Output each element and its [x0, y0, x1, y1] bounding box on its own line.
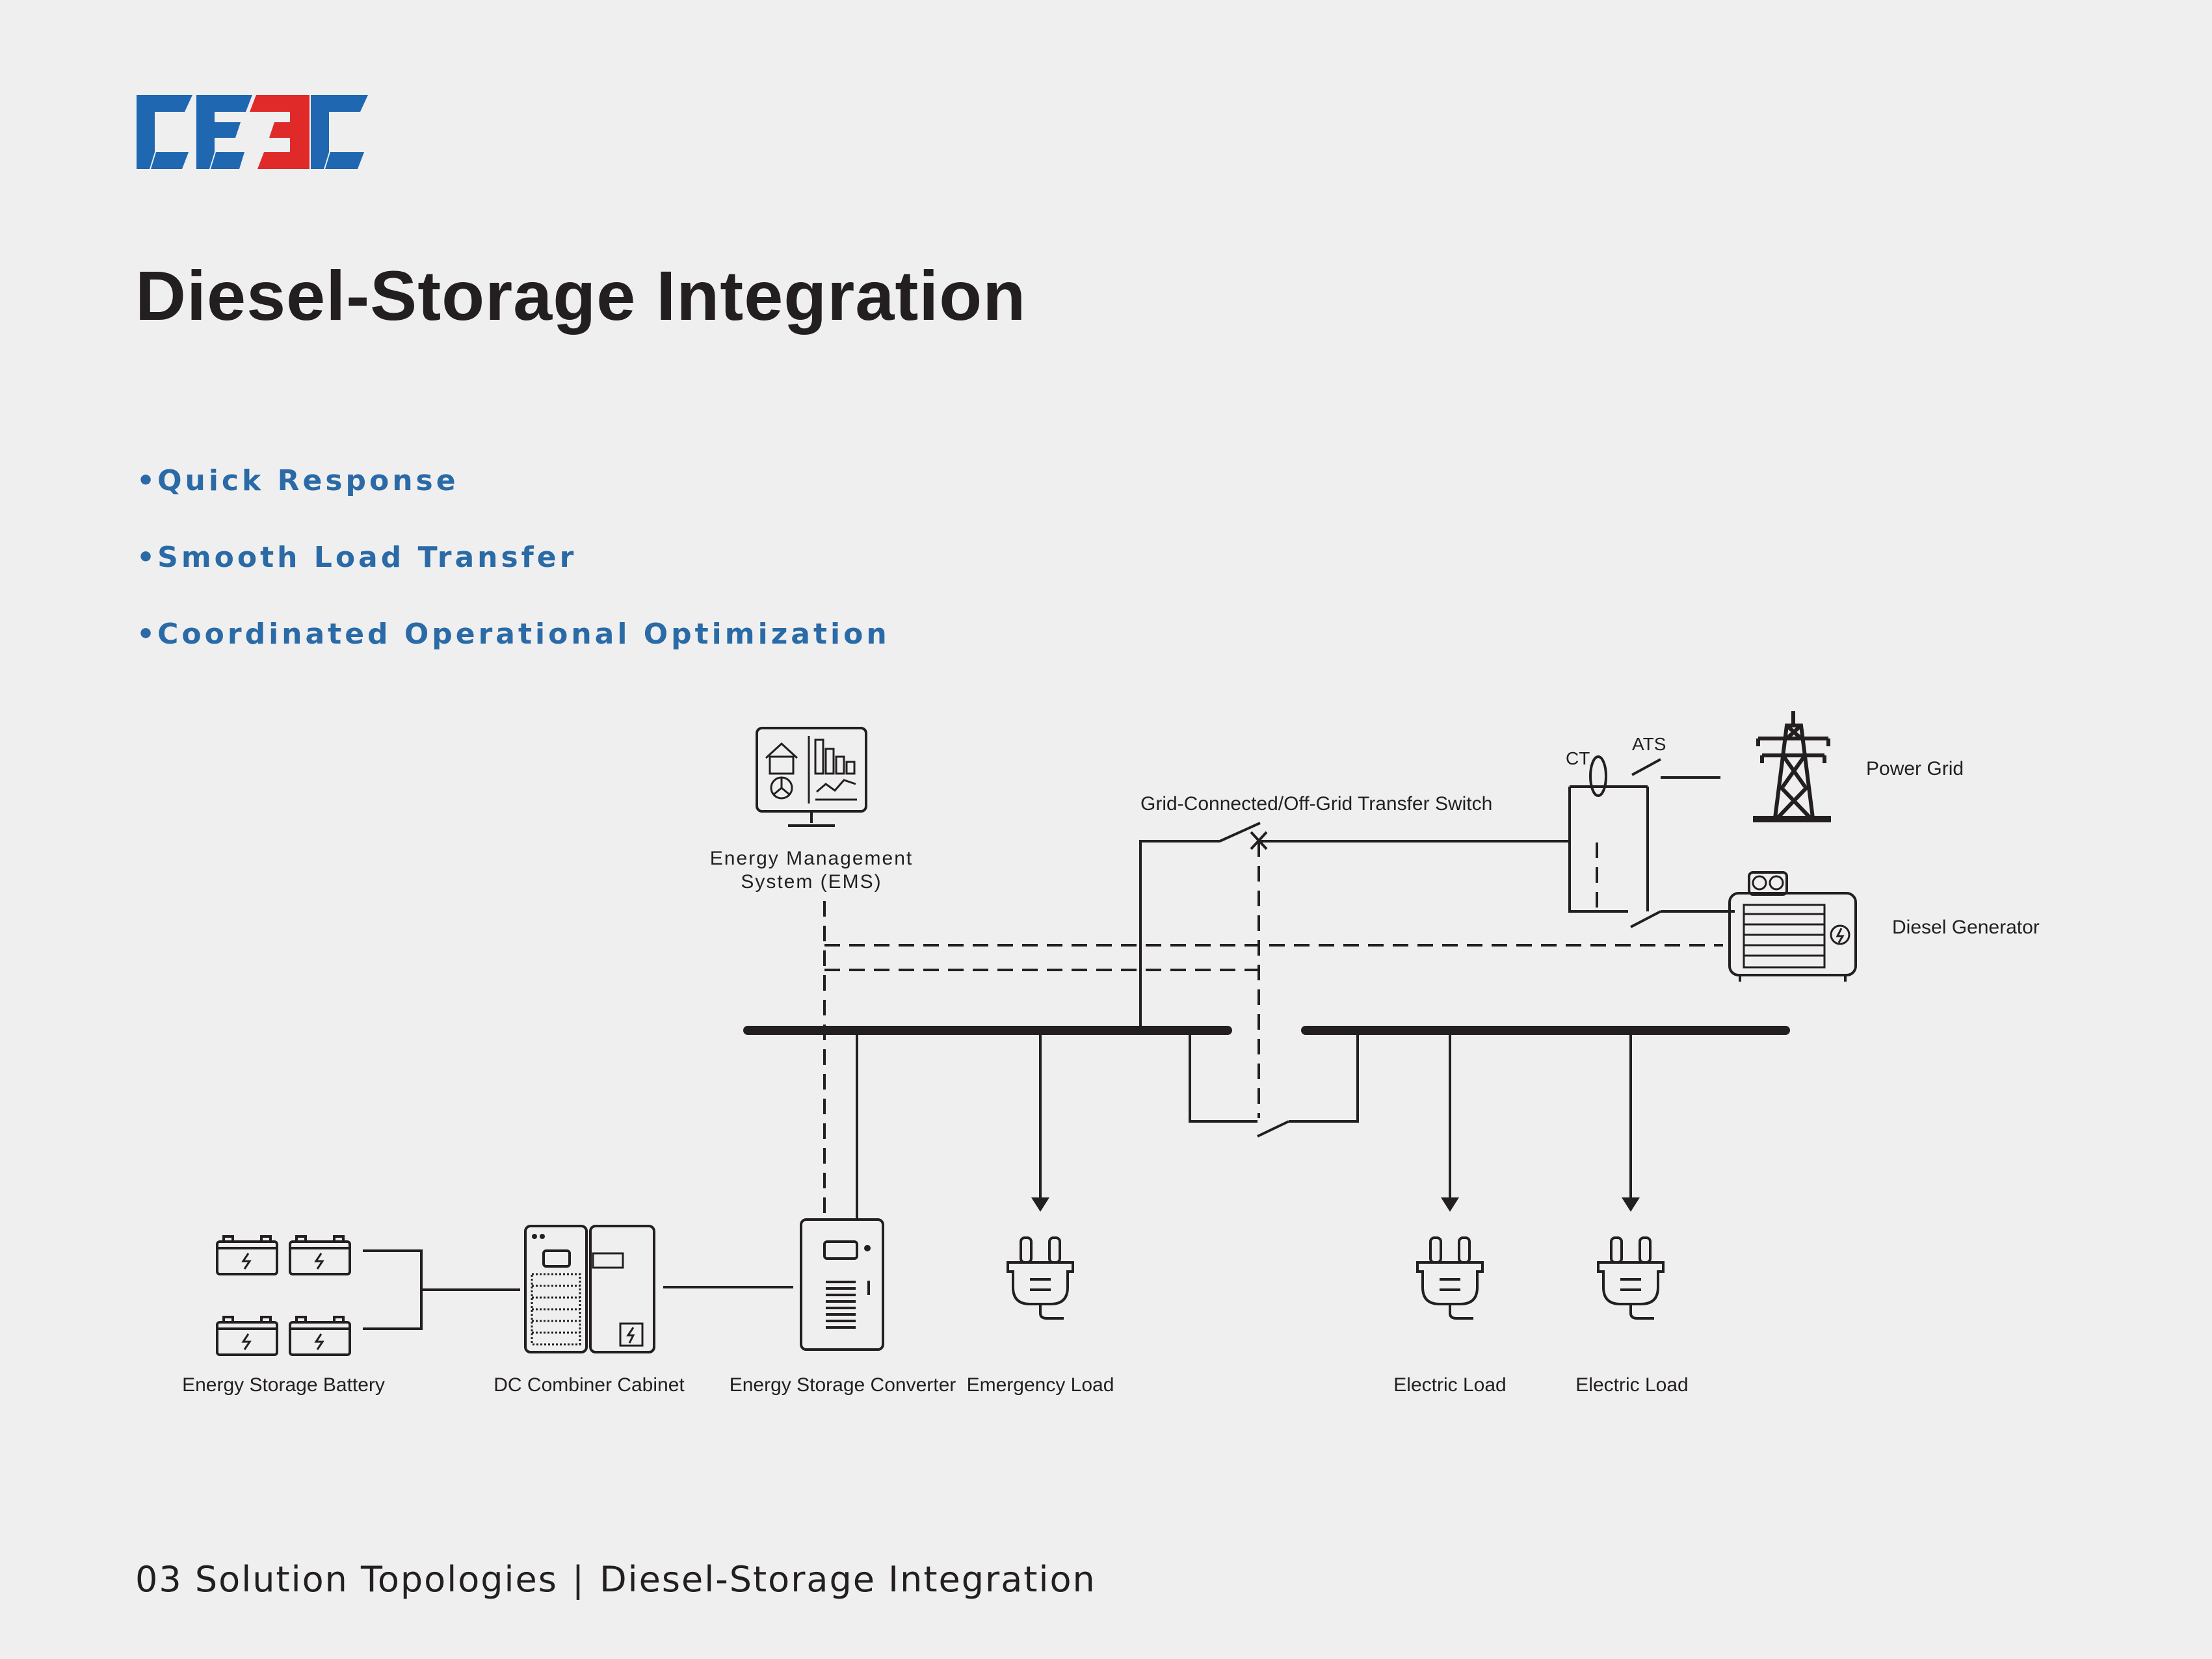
footer-page: Diesel-Storage Integration [599, 1559, 1096, 1600]
battery-icon [289, 1235, 351, 1275]
feature-item: •Coordinated Operational Optimization [137, 618, 890, 651]
battery-icon [216, 1316, 278, 1356]
battery-icon [216, 1235, 278, 1275]
electric-load-label: Electric Load [1393, 1374, 1506, 1396]
footer: 03 Solution Topologies | Diesel-Storage In… [135, 1559, 1096, 1600]
ems-label: Energy Management [710, 848, 914, 869]
electric-load-label: Electric Load [1575, 1374, 1688, 1396]
ceec-logo [137, 95, 368, 169]
electric-load-icon [1416, 1236, 1484, 1320]
ct-label: CT [1566, 748, 1590, 768]
diesel-generator-icon [1728, 871, 1857, 982]
feature-item: •Quick Response [137, 464, 459, 497]
dc-combiner-cabinet-icon [524, 1225, 655, 1353]
ats-label: ATS [1632, 734, 1666, 754]
ct-icon [1589, 755, 1607, 797]
ems-monitor-icon [756, 727, 867, 827]
emergency-load-icon [1007, 1236, 1074, 1320]
combiner-label: DC Combiner Cabinet [494, 1374, 685, 1396]
transfer-switch-label: Grid-Connected/Off-Grid Transfer Switch [1140, 793, 1492, 815]
power-grid-label: Power Grid [1866, 758, 1964, 779]
emergency-load-label: Emergency Load [967, 1374, 1114, 1396]
topology-diagram: Energy Management System (EMS) Grid-Conn… [182, 711, 2040, 1396]
electric-load-icon [1597, 1236, 1665, 1320]
energy-storage-converter-icon [800, 1218, 884, 1351]
control-lines [823, 841, 1723, 1216]
footer-separator: | [572, 1559, 586, 1600]
battery-label: Energy Storage Battery [182, 1374, 385, 1396]
feature-item: •Smooth Load Transfer [137, 541, 577, 574]
diesel-generator-label: Diesel Generator [1892, 917, 2040, 938]
footer-section: 03 Solution Topologies [135, 1559, 558, 1600]
battery-icon [289, 1316, 351, 1356]
load-feeders [1031, 1030, 1640, 1212]
page-title: Diesel-Storage Integration [135, 256, 1027, 335]
converter-label: Energy Storage Converter [730, 1374, 956, 1396]
ems-label: System (EMS) [741, 871, 882, 893]
power-grid-icon [1753, 711, 1831, 822]
